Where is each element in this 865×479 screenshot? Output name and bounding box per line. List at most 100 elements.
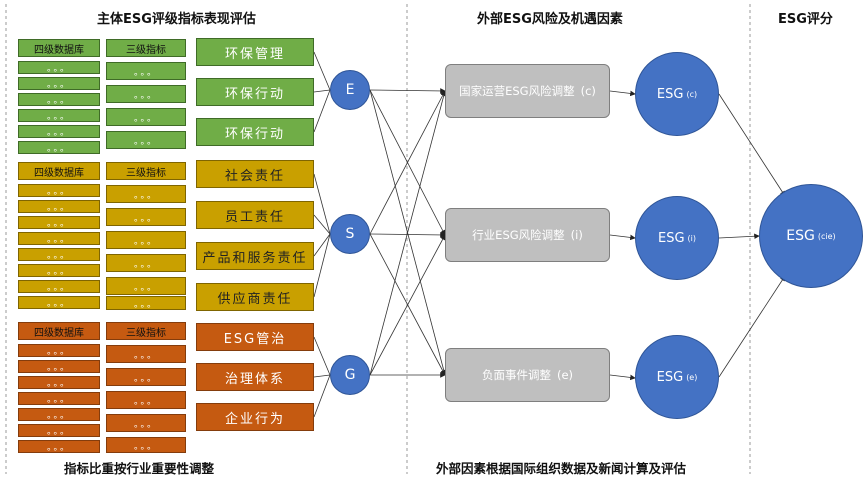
l3-row: 。。。 [106,62,186,80]
db-row: 。。。 [18,264,100,277]
l3-row: 。。。 [106,345,186,363]
score-to-final-arrow [718,275,786,378]
indicator-esg-governance: ESG管治 [196,323,314,351]
l3-row: 。。。 [106,391,186,409]
circle-to-adjustment-arrow [369,88,446,94]
db-row: 。。。 [18,440,100,453]
db-row: 。。。 [18,232,100,245]
db-label: 四级数据库 [18,162,100,180]
db-row: 。。。 [18,216,100,229]
l3-row: 。。。 [106,368,186,386]
l3-row: 。。。 [106,131,186,149]
score-circle-i: ESG(i) [635,196,719,280]
db-row: 。。。 [18,125,100,138]
l3-row: 。。。 [106,231,186,249]
db-label: 四级数据库 [18,322,100,340]
db-row: 。。。 [18,296,100,309]
l3-row: 。。。 [106,296,186,310]
adjustment-label: 国家运营ESG风险调整 [459,84,575,98]
l3-row: 。。。 [106,185,186,203]
db-row: 。。。 [18,61,100,74]
score-to-final-arrow [718,233,760,240]
indicator-to-circle-line [313,51,331,91]
indicator-env-action-2: 环保行动 [196,118,314,146]
indicator-to-circle-line [313,89,331,133]
indicator-supplier-responsibility: 供应商责任 [196,283,314,311]
db-row: 。。。 [18,109,100,122]
indicator-to-circle-line [313,233,331,298]
circle-s: S [330,214,370,254]
indicator-to-circle-line [313,214,331,235]
indicator-to-circle-line [313,233,331,257]
score-to-final-arrow [718,93,786,197]
circle-to-adjustment-arrow [369,234,446,376]
db-label: 四级数据库 [18,39,100,57]
db-row: 。。。 [18,248,100,261]
circle-e: E [330,70,370,110]
l3-row: 。。。 [106,108,186,126]
adjustment-tag: (c) [580,84,596,98]
db-row: 。。。 [18,376,100,389]
adjustment-tag: (i) [570,228,583,242]
db-row: 。。。 [18,360,100,373]
adjustment-to-score-arrow [609,90,636,97]
mid-section-title: 外部ESG风险及机遇因素 [477,12,623,27]
mid-footer: 外部因素根据国际组织数据及新闻计算及评估 [436,461,687,476]
score-label: ESG [657,230,685,246]
db-row: 。。。 [18,280,100,293]
circle-to-adjustment-arrow [369,90,447,376]
adjustment-label: 行业ESG风险调整 [472,228,565,242]
db-row: 。。。 [18,93,100,106]
circle-to-adjustment-arrow [369,90,446,235]
l3-row: 。。。 [106,208,186,226]
indicator-to-circle-line [313,374,331,418]
indicator-product-service-responsibility: 产品和服务责任 [196,242,314,270]
indicator-social-responsibility: 社会责任 [196,160,314,188]
db-row: 。。。 [18,392,100,405]
l3-row: 。。。 [106,414,186,432]
score-sub: (i) [687,233,696,243]
indicator-employee-responsibility: 员工责任 [196,201,314,229]
score-circle-c: ESG(c) [635,52,719,136]
score-sub: (e) [686,372,698,382]
indicator-to-circle-line [313,336,331,376]
db-row: 。。。 [18,200,100,213]
final-score-circle: ESG(cie) [759,184,863,288]
adjustment-industry-risk: 行业ESG风险调整 (i) [445,208,610,262]
l3-row: 。。。 [106,254,186,272]
adjustment-to-score-arrow [609,234,636,241]
score-label: ESG [656,369,684,385]
left-footer: 指标比重按行业重要性调整 [64,461,215,476]
left-section-title: 主体ESG评级指标表现评估 [97,12,256,27]
indicator-to-circle-line [313,374,331,378]
indicator-to-circle-line [313,89,331,93]
l3-label: 三级指标 [106,39,186,57]
l3-label: 三级指标 [106,162,186,180]
adjustment-tag: (e) [556,368,574,382]
final-sub: (cie) [817,231,836,241]
l3-row: 。。。 [106,277,186,295]
indicator-to-circle-line [313,173,331,235]
final-label: ESG [786,228,815,244]
adjustment-label: 负面事件调整 [481,368,551,382]
circle-g: G [330,355,370,395]
indicator-corporate-conduct: 企业行为 [196,403,314,431]
score-circle-e: ESG(e) [635,335,719,419]
indicator-env-action: 环保行动 [196,78,314,106]
score-label: ESG [656,86,684,102]
db-row: 。。。 [18,77,100,90]
db-row: 。。。 [18,424,100,437]
adjustment-country-risk: 国家运营ESG风险调整 (c) [445,64,610,118]
db-row: 。。。 [18,184,100,197]
l3-row: 。。。 [106,85,186,103]
db-row: 。。。 [18,141,100,154]
score-sub: (c) [686,89,698,99]
indicator-governance-system: 治理体系 [196,363,314,391]
db-row: 。。。 [18,344,100,357]
adjustment-negative-events: 负面事件调整 (e) [445,348,610,402]
right-section-title: ESG评分 [778,12,833,27]
l3-row: 。。。 [106,437,186,453]
db-row: 。。。 [18,408,100,421]
